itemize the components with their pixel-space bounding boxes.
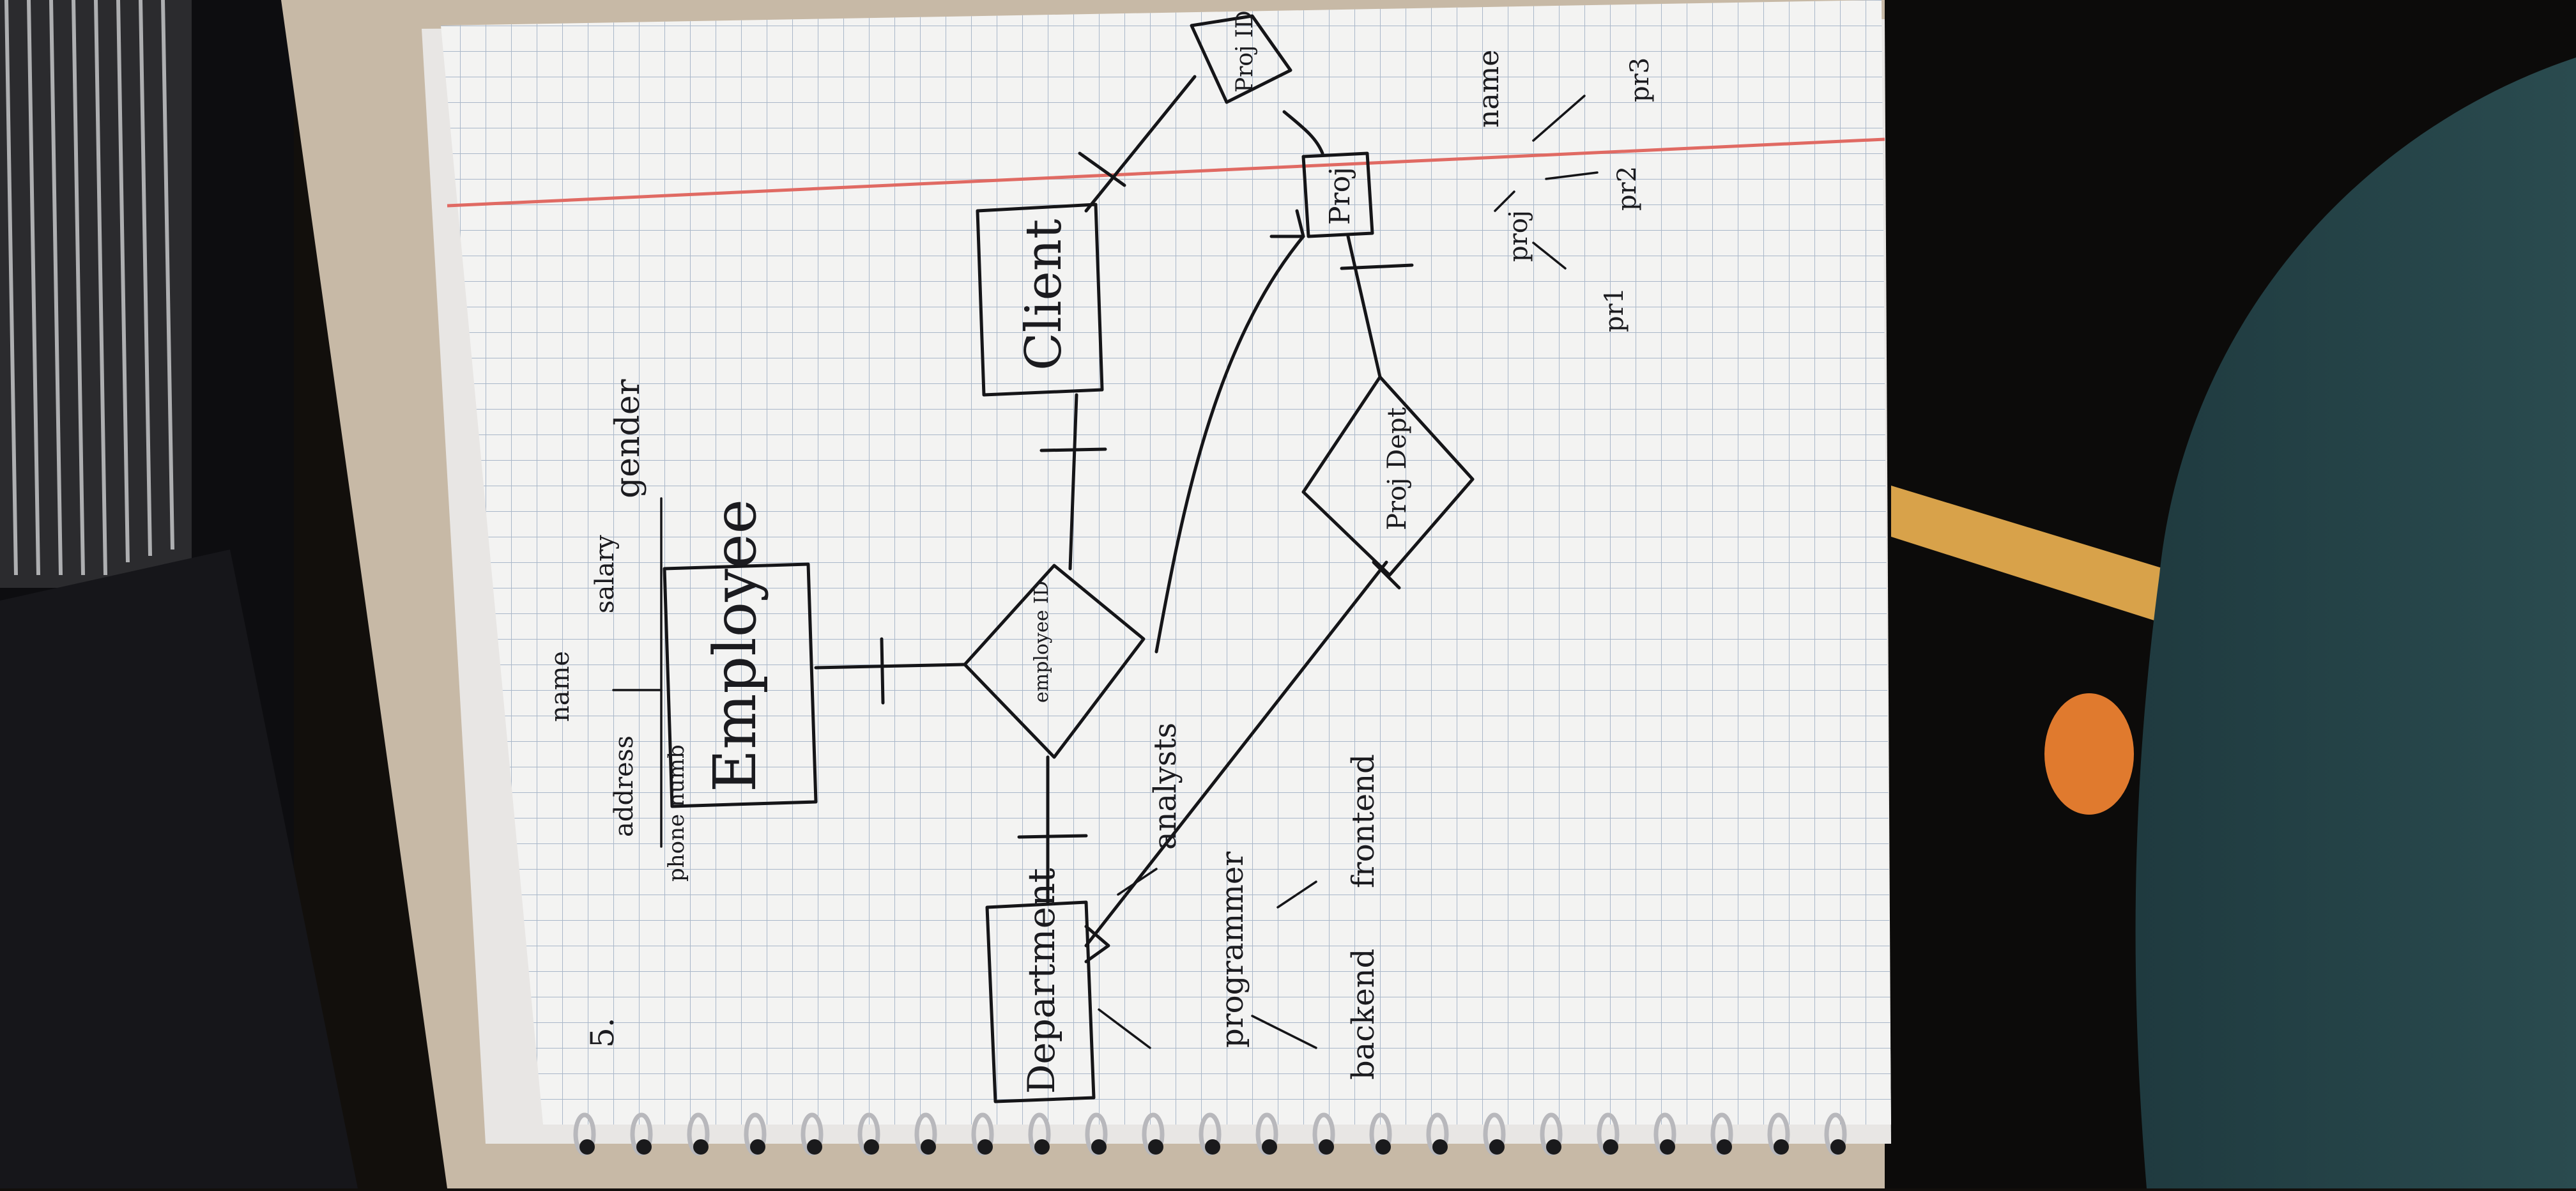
employee-cardinality-tick [880, 637, 885, 705]
employee-id-label: employee ID [1031, 581, 1053, 703]
spiral-hole [977, 1139, 993, 1155]
client-projid-tick [1078, 151, 1126, 187]
spiral-hole [1830, 1139, 1846, 1155]
spiral-hole [1091, 1139, 1107, 1155]
client-cardinality-tick [1039, 447, 1107, 452]
employee-attributes: phone numb address name salary gender [546, 379, 689, 882]
subtype-arrow-programmer [1098, 1008, 1151, 1049]
proj-attr-pr1: pr1 [1600, 288, 1629, 332]
attr-phone-numb: phone numb [664, 744, 689, 882]
attr-gender: gender [609, 379, 647, 498]
client-to-projid-line [1084, 75, 1197, 213]
proj-attributes: proj name pr1 pr2 pr3 [1473, 50, 1655, 332]
subtype-arrow-analysts [1117, 868, 1158, 896]
spiral-hole [1774, 1139, 1789, 1155]
client-label: Client [1015, 219, 1073, 371]
employee-label: Employee [701, 499, 769, 792]
spiral-hole [1034, 1139, 1050, 1155]
spiral-hole [864, 1139, 879, 1155]
proj-to-projdept-line [1346, 234, 1382, 379]
spiral-hole [1489, 1139, 1505, 1155]
proj-dept-label: Proj Dept [1383, 407, 1412, 530]
spiral-hole [1205, 1139, 1220, 1155]
spiral-hole [693, 1139, 709, 1155]
spiral-hole [1717, 1139, 1732, 1155]
department-label: Department [1020, 868, 1063, 1094]
proj-attr-arrow-2 [1532, 242, 1567, 270]
projid-to-proj-line [1282, 110, 1324, 155]
subtype-arrow-backend [1251, 1015, 1317, 1049]
department-subtypes: programmer backend frontend analysts [1098, 723, 1381, 1080]
sleeve [2135, 58, 2576, 1188]
attr-name: name [546, 651, 575, 722]
attr-address: address [610, 735, 639, 837]
spiral-hole [750, 1139, 765, 1155]
spiral-hole [1660, 1139, 1675, 1155]
spiral-hole [807, 1139, 822, 1155]
proj-id-label: Proj ID [1232, 10, 1258, 93]
proj-attr-arrow-1 [1494, 190, 1515, 212]
dark-surface [0, 549, 358, 1188]
spiral-hole [579, 1139, 595, 1155]
spiral-hole [1432, 1139, 1448, 1155]
notebook-page [441, 0, 1891, 1125]
employee-id-relationship: employee ID [963, 564, 1146, 759]
department-entity: Department [985, 868, 1096, 1103]
pencil [1891, 486, 2185, 626]
subtype-frontend: frontend [1346, 754, 1381, 888]
subtype-backend: backend [1346, 949, 1381, 1080]
spiral-hole [1262, 1139, 1277, 1155]
empid-to-client-line [1068, 393, 1078, 571]
spiral-hole [636, 1139, 652, 1155]
department-crowfoot [1084, 925, 1110, 964]
proj-dept-relationship: Proj Dept [1301, 375, 1475, 577]
proj-id-relationship: Proj ID [1190, 10, 1292, 104]
empid-to-proj-line [1154, 234, 1305, 654]
proj-entity: Proj [1301, 151, 1374, 238]
spiral-hole [921, 1139, 936, 1155]
proj-attr-arrow-3 [1545, 171, 1598, 180]
proj-label: Proj [1324, 167, 1356, 225]
spiral-hole [1603, 1139, 1618, 1155]
spiral-binding [573, 1112, 1847, 1156]
spiral-hole [1319, 1139, 1334, 1155]
margin-line [447, 137, 1885, 208]
proj-attr-proj: proj [1504, 210, 1533, 262]
department-cardinality-tick [1017, 834, 1088, 839]
employee-entity: Employee [663, 499, 818, 808]
striped-cloth [0, 0, 192, 588]
proj-cardinality-tick [1340, 263, 1414, 270]
proj-attr-name: name [1473, 50, 1505, 128]
hand [2044, 693, 2134, 815]
attr-salary: salary [590, 535, 620, 613]
spiral-hole [1148, 1139, 1163, 1155]
connectors [814, 75, 1414, 964]
proj-attr-pr2: pr2 [1613, 166, 1642, 211]
er-diagram: Employee Client Department Proj employee… [546, 10, 1655, 1103]
employee-to-empid-line [814, 663, 967, 670]
subtype-analysts: analysts [1147, 723, 1183, 850]
exercise-number: 5. [584, 1017, 621, 1048]
subtype-programmer: programmer [1215, 852, 1250, 1048]
projdept-cardinality-tick [1372, 560, 1401, 590]
proj-crowfoot [1269, 209, 1305, 238]
spiral-hole [1546, 1139, 1561, 1155]
proj-attr-pr3: pr3 [1625, 58, 1655, 102]
subtype-arrow-frontend [1276, 880, 1317, 909]
proj-attr-arrow-4 [1532, 95, 1586, 142]
spiral-hole [1376, 1139, 1391, 1155]
client-entity: Client [976, 203, 1104, 397]
